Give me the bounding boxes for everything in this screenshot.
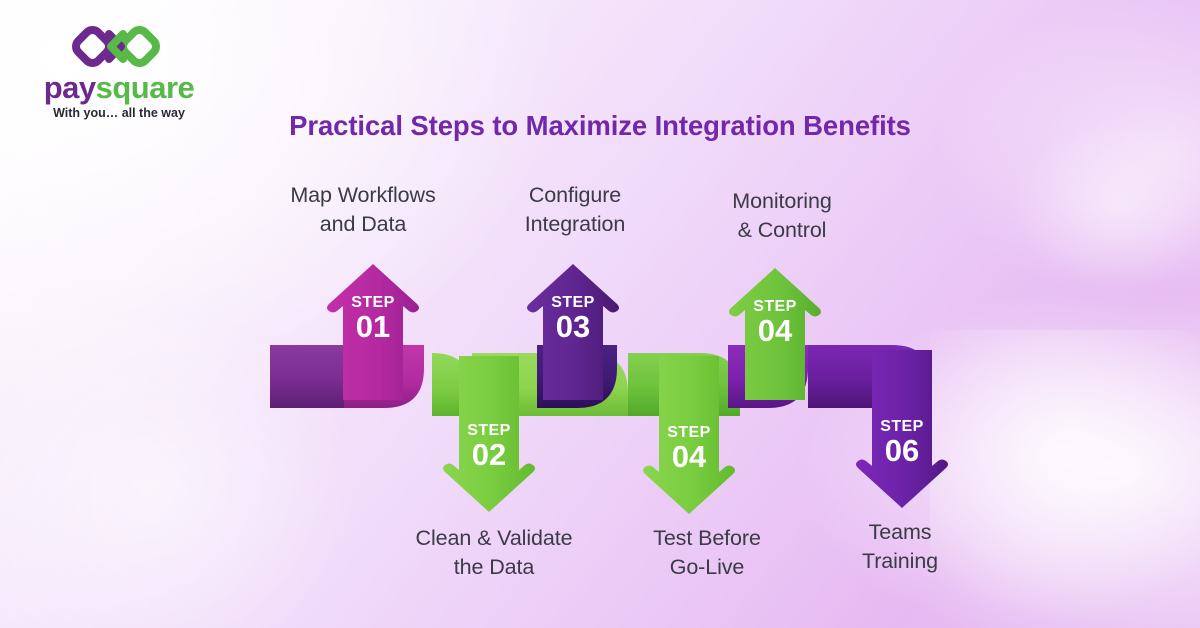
step-arrow-1[interactable]: STEP 01 bbox=[327, 264, 419, 400]
step-3-caption: Configure Integration bbox=[488, 181, 662, 238]
step-1-number: 01 bbox=[356, 309, 390, 344]
step-4-caption-line2: Go-Live bbox=[669, 554, 745, 579]
step-3-caption-line1: Configure bbox=[528, 183, 622, 207]
step-4-caption: Test Before Go-Live bbox=[618, 524, 796, 581]
step-3-caption-line2: Integration bbox=[524, 211, 626, 236]
step-arrow-5[interactable]: STEP 04 bbox=[729, 268, 821, 400]
step-3-number: 03 bbox=[556, 309, 590, 344]
step-5-number: 04 bbox=[758, 313, 793, 348]
step-arrow-3[interactable]: STEP 03 bbox=[527, 264, 619, 400]
paysquare-logo: paysquare With you… all the way bbox=[24, 24, 214, 120]
step-arrow-6[interactable]: STEP 06 bbox=[856, 350, 948, 508]
step-1-caption-line1: Map Workflows bbox=[290, 183, 436, 207]
ribbon-segment-1 bbox=[270, 345, 360, 408]
step-2-label: STEP bbox=[467, 422, 510, 439]
step-2-caption-line1: Clean & Validate bbox=[415, 526, 573, 550]
paysquare-wordmark: paysquare bbox=[24, 72, 214, 103]
step-2-caption: Clean & Validate the Data bbox=[378, 524, 610, 581]
step-arrow-4[interactable]: STEP 04 bbox=[643, 356, 735, 514]
step-5-caption-line1: Monitoring bbox=[732, 189, 832, 213]
wordmark-square: square bbox=[95, 70, 195, 105]
step-1-label: STEP bbox=[351, 294, 394, 311]
step-2-number: 02 bbox=[472, 437, 506, 472]
step-6-label: STEP bbox=[880, 418, 923, 435]
step-3-label: STEP bbox=[551, 294, 594, 311]
step-1-caption: Map Workflows and Data bbox=[252, 181, 474, 238]
step-arrow-2[interactable]: STEP 02 bbox=[443, 356, 535, 512]
paysquare-logo-icon bbox=[72, 26, 160, 67]
logo-tagline: With you… all the way bbox=[53, 106, 185, 120]
step-6-caption-line1: Teams bbox=[868, 520, 932, 544]
wordmark-pay: pay bbox=[43, 70, 96, 105]
step-4-caption-line1: Test Before bbox=[653, 526, 761, 550]
step-6-caption: Teams Training bbox=[826, 518, 974, 575]
step-4-number: 04 bbox=[672, 439, 707, 474]
step-6-number: 06 bbox=[885, 433, 919, 468]
step-5-caption: Monitoring & Control bbox=[692, 187, 872, 244]
step-2-caption-line2: the Data bbox=[453, 554, 535, 579]
step-4-label: STEP bbox=[667, 424, 710, 441]
step-1-caption-line2: and Data bbox=[319, 211, 407, 236]
step-5-caption-line2: & Control bbox=[737, 217, 827, 242]
step-6-caption-line2: Training bbox=[861, 548, 939, 573]
step-5-label: STEP bbox=[753, 298, 796, 315]
page-title: Practical Steps to Maximize Integration … bbox=[289, 110, 911, 141]
